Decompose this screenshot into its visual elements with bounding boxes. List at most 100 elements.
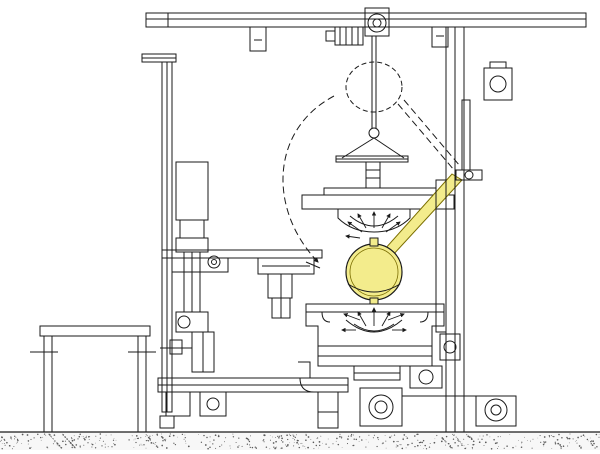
ground-speckle-dot [358,436,361,438]
ground-speckle-dot [88,438,90,440]
ground-speckle-dot [246,437,249,440]
ground-speckle-dot [328,446,330,448]
ground-speckle-dot [237,446,239,448]
ground-speckle-dot [339,433,341,435]
ground-speckle-dot [512,446,514,449]
ground-speckle-dot [269,440,271,442]
ground-speckle-dot [416,444,419,447]
ground-speckle-dot [40,436,42,439]
ground-speckle-dot [304,446,306,447]
ground-speckle-dot [350,433,353,436]
ground-speckle-dot [350,435,352,437]
ground-speckle-dot [408,444,410,445]
swing-trajectory [282,95,461,263]
ground-speckle-dot [99,433,102,435]
ground-speckle-dot [162,439,164,442]
ground-speckle-dot [11,448,13,450]
ground-speckle-dot [64,440,66,442]
ground-speckle-dot [185,442,187,444]
ground-speckle-dot [280,447,282,449]
ground-speckle-dot [9,445,11,447]
ground-speckle-dot [0,439,2,441]
highlighted-tire-mold [345,237,403,305]
ground-speckle-dot [405,447,407,449]
ground-speckle-dot [389,436,391,439]
ground-speckle-dot [561,436,563,439]
ground-speckle-dot [254,446,256,448]
ground-speckle-dot [207,447,209,450]
ground-speckle-dot [449,445,451,448]
ground-speckle-dot [107,446,109,448]
ground-speckle-dot [91,443,93,445]
ground-speckle-dot [185,440,186,442]
ground-speckle-dot [418,441,421,444]
ground-speckle-dot [297,439,299,442]
ground-speckle-dot [255,447,257,449]
ground-speckle-dot [320,435,322,437]
ground-speckle-dot [70,442,72,445]
ground-speckle-dot [1,442,3,444]
ground-speckle-dot [280,440,283,442]
ground-speckle-dot [292,434,294,436]
ground-speckle-dot [595,433,598,436]
ground-speckle-dot [396,444,397,446]
ground-speckle-dot [373,434,375,436]
ground-speckle-dot [198,434,199,435]
ground-speckle-dot [372,437,374,439]
ground-speckle-dot [37,433,39,436]
ground-speckle-dot [84,438,86,441]
ground-speckle-dot [453,434,455,436]
ground-speckle-dot [152,442,154,444]
ground-speckle-dot [137,437,139,440]
ground-speckle-dot [562,445,565,447]
ground-speckle-dot [471,447,474,449]
ground-speckle-dot [396,445,399,447]
ground-speckle-dot [209,441,211,443]
ground-speckle-dot [135,441,137,444]
ground-speckle-dot [297,443,299,445]
ground-speckle-dot [110,434,112,436]
ground-speckle-dot [249,446,251,449]
ground-speckle-dot [70,437,73,439]
ground-speckle-dot [288,433,290,435]
ground-speckle-dot [232,433,234,435]
ground-speckle-dot [128,439,130,441]
ground-speckle-dot [353,438,355,440]
ground-speckle-dot [43,433,46,435]
ground-speckle-dot [517,440,519,441]
ground-speckle-dot [72,444,74,447]
ground-speckle-dot [53,438,54,440]
ground-speckle-dot [477,438,479,440]
ground-speckle-dot [385,447,387,449]
ground-speckle-dot [395,446,397,448]
ground-speckle-dot [472,440,475,443]
ground-speckle-dot [113,438,115,440]
ground-speckle-dot [577,436,579,439]
ground-speckle-dot [204,444,207,446]
ground-speckle-dot [99,440,101,441]
ground-speckle-dot [4,439,6,441]
ground-speckle-dot [275,440,277,443]
ground-speckle-dot [83,437,85,440]
ground-speckle-dot [539,435,541,437]
ground-speckle-dot [490,448,493,450]
ground-speckle-dot [139,444,141,446]
ground-speckle-dot [289,434,291,436]
ground-speckle-dot [479,435,481,437]
hanging-tire-mold-dashed [345,61,403,113]
ground-speckle-dot [497,448,498,449]
ground-speckle-dot [457,439,459,441]
ground-speckle-dot [376,445,378,448]
side-cabinet [30,325,156,433]
ground-speckle-dot [74,447,76,449]
ground-speckle-dot [282,441,284,443]
ground-speckle-dot [79,445,81,447]
ground-speckle-dot [262,440,264,442]
ground-speckle-dot [592,440,594,443]
ground-speckle-dot [307,446,309,449]
ground-speckle-dot [169,433,171,435]
ground-speckle-dot [401,447,404,450]
ground-speckle-dot [16,441,18,443]
ground-speckle-dot [452,438,455,440]
swing-arm [383,173,463,257]
